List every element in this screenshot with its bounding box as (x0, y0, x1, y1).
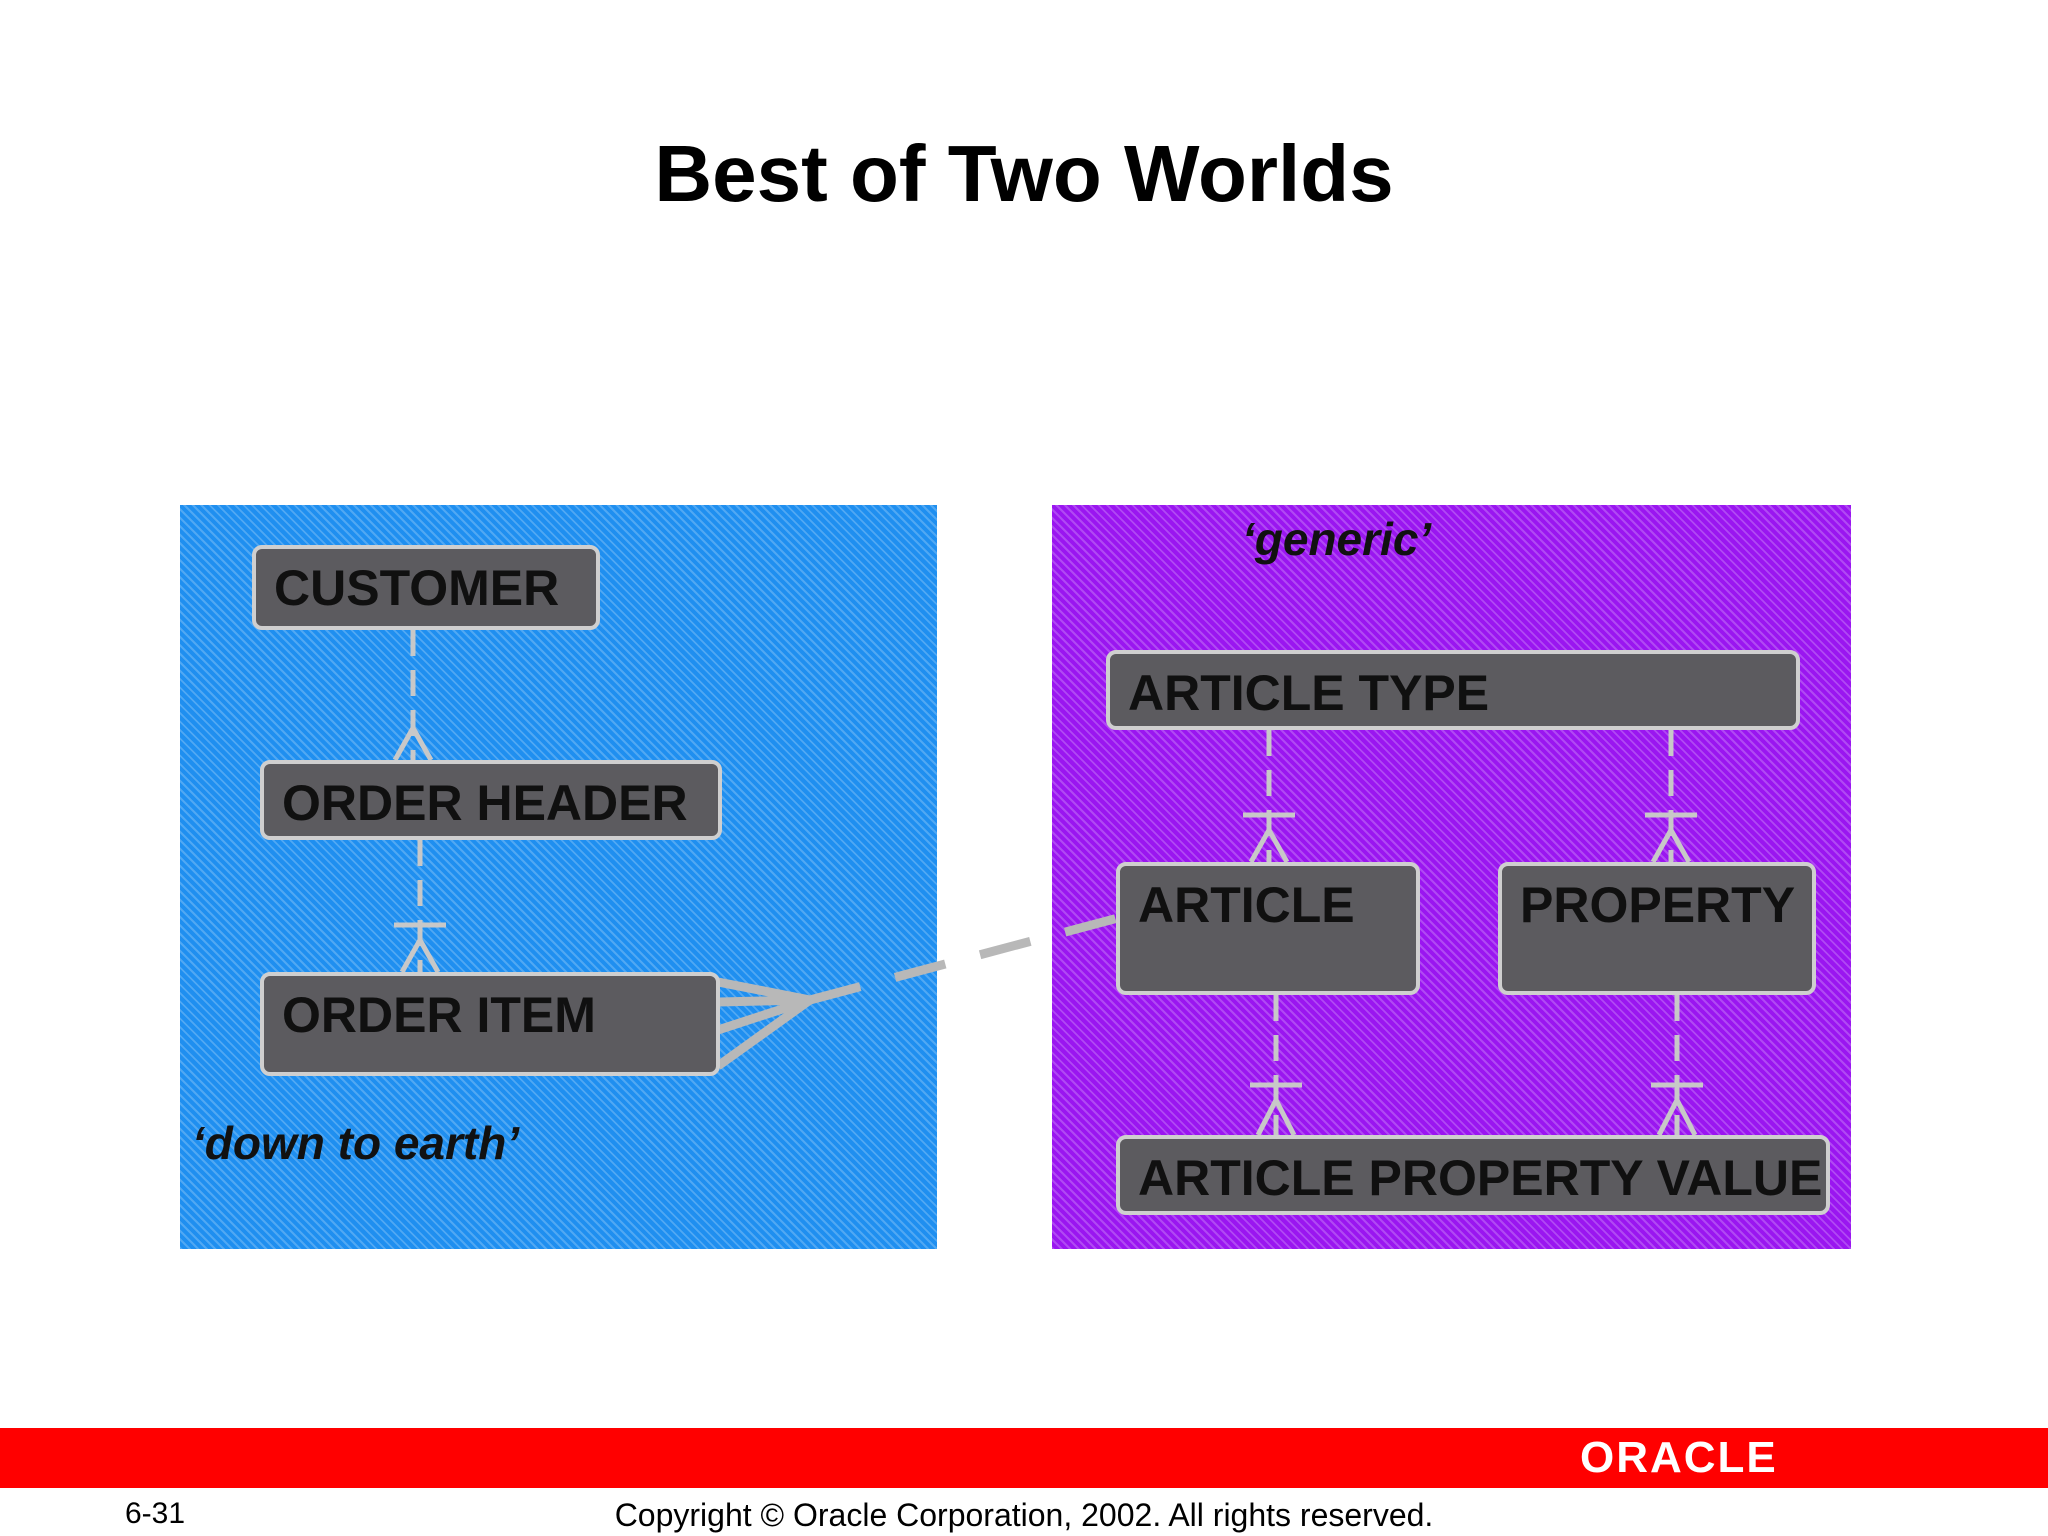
entity-article-type: ARTICLE TYPE (1106, 650, 1800, 730)
slide-title: Best of Two Worlds (654, 129, 1394, 218)
entity-article-property-value: ARTICLE PROPERTY VALUE (1116, 1135, 1830, 1215)
entity-article: ARTICLE (1116, 862, 1420, 995)
entity-customer: CUSTOMER (252, 545, 600, 630)
entity-order-item: ORDER ITEM (260, 972, 720, 1076)
rel-order-item-article (715, 913, 1120, 1070)
footer-bar (0, 1428, 2048, 1488)
page-number: 6-31 (125, 1497, 186, 1530)
oracle-logo: ORACLE (1580, 1433, 1778, 1482)
generic-label: ‘generic’ (1242, 513, 1432, 565)
entity-property: PROPERTY (1498, 862, 1816, 995)
down-to-earth-label: ‘down to earth’ (192, 1117, 520, 1169)
copyright-text: Copyright © Oracle Corporation, 2002. Al… (614, 1497, 1434, 1533)
entity-order-header: ORDER HEADER (260, 760, 722, 840)
